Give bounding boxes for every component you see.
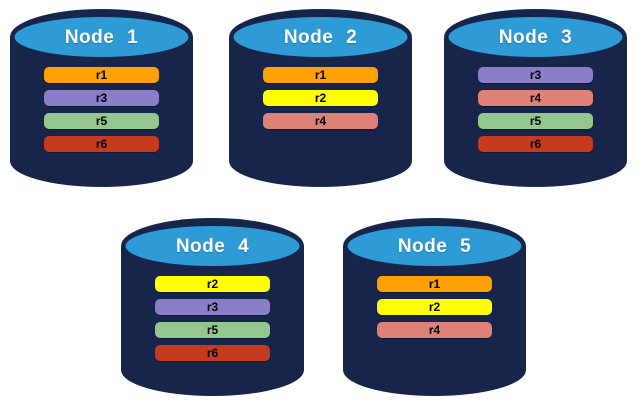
replica-bar-r4: r4 — [263, 113, 378, 129]
replica-list: r1 r2 r4 — [377, 276, 492, 338]
node-5-cylinder: Node 5 r1 r2 r4 — [343, 218, 526, 398]
node-title: Node 3 — [498, 27, 573, 48]
replica-list: r1 r3 r5 r6 — [44, 67, 159, 152]
cylinder-top-shape — [125, 226, 300, 266]
replica-bar-r1: r1 — [44, 67, 159, 83]
cylinder-top-shape — [233, 17, 408, 57]
replica-bar-r1: r1 — [377, 276, 492, 292]
replica-bar-r3: r3 — [478, 67, 593, 83]
replica-bar-r2: r2 — [263, 90, 378, 106]
replica-list: r2 r3 r5 r6 — [155, 276, 270, 361]
replica-bar-r5: r5 — [478, 113, 593, 129]
replica-bar-r4: r4 — [478, 90, 593, 106]
replica-bar-r2: r2 — [155, 276, 270, 292]
cylinder-top-shape — [14, 17, 189, 57]
replica-bar-r1: r1 — [263, 67, 378, 83]
node-title: Node 1 — [64, 27, 139, 48]
node-1-cylinder: Node 1 r1 r3 r5 r6 — [10, 9, 193, 189]
replica-bar-r4: r4 — [377, 322, 492, 338]
node-4-cylinder: Node 4 r2 r3 r5 r6 — [121, 218, 304, 398]
replica-bar-r5: r5 — [155, 322, 270, 338]
node-title: Node 5 — [397, 236, 472, 257]
node-title: Node 4 — [175, 236, 250, 257]
replica-list: r1 r2 r4 — [263, 67, 378, 129]
replica-bar-r2: r2 — [377, 299, 492, 315]
replica-bar-r6: r6 — [44, 136, 159, 152]
node-2-cylinder: Node 2 r1 r2 r4 — [229, 9, 412, 189]
replica-list: r3 r4 r5 r6 — [478, 67, 593, 152]
replica-bar-r3: r3 — [155, 299, 270, 315]
replica-bar-r3: r3 — [44, 90, 159, 106]
replica-bar-r6: r6 — [478, 136, 593, 152]
replica-bar-r6: r6 — [155, 345, 270, 361]
cylinder-top-shape — [448, 17, 623, 57]
replica-bar-r5: r5 — [44, 113, 159, 129]
node-title: Node 2 — [283, 27, 358, 48]
cylinder-top-shape — [347, 226, 522, 266]
node-3-cylinder: Node 3 r3 r4 r5 r6 — [444, 9, 627, 189]
